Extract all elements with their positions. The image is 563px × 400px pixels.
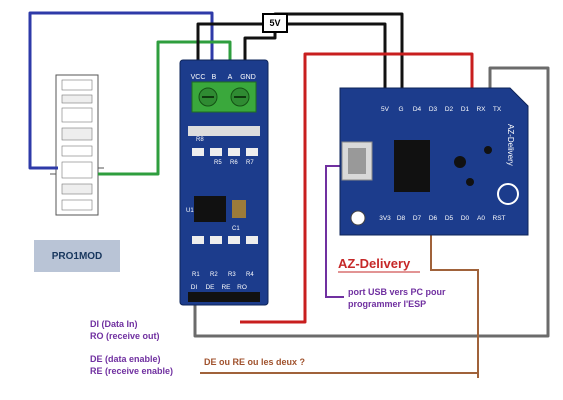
rs485-comp-r6: R6 bbox=[230, 160, 238, 166]
note-usb-line1: port USB vers PC pour bbox=[348, 287, 446, 297]
esp-pin-d2: D2 bbox=[445, 106, 454, 113]
rs485-pin-a: A bbox=[228, 74, 233, 81]
esp-pin-3v3: 3V3 bbox=[379, 215, 391, 222]
black-5v-esp-wire bbox=[288, 22, 387, 88]
power-5v-box: 5V bbox=[262, 13, 288, 33]
blue-wire bbox=[28, 11, 214, 170]
rs485-pin-re: RE bbox=[221, 284, 231, 291]
rs485-top-pins: VCC B A GND bbox=[191, 74, 256, 81]
rs485-comp-r5: R5 bbox=[214, 160, 222, 166]
rs485-pin-b: B bbox=[212, 74, 217, 81]
logo-text: AZ-Delivery bbox=[338, 256, 411, 271]
rs485-pin-gnd: GND bbox=[240, 74, 256, 81]
rs485-comp-r4: R4 bbox=[246, 272, 254, 278]
rs485-comp-r8: R8 bbox=[196, 137, 204, 143]
rs485-bottom-pins: DI DE RE RO bbox=[191, 284, 247, 291]
note-question: DE ou RE ou les deux ? bbox=[204, 357, 306, 367]
note-de: DE (data enable) bbox=[90, 354, 161, 364]
esp-pin-a0: A0 bbox=[477, 215, 485, 222]
esp-pin-rst: RST bbox=[493, 215, 506, 222]
esp-brand: AZ-Delivery bbox=[506, 124, 515, 166]
az-delivery-logo: AZ-Delivery bbox=[338, 256, 420, 273]
rs485-comp-c1: C1 bbox=[232, 226, 240, 232]
esp-bottom-pins: 3V3 D8 D7 D6 D5 D0 A0 RST bbox=[379, 215, 505, 222]
thin-wires bbox=[200, 165, 479, 378]
esp-pin-d8: D8 bbox=[397, 215, 406, 222]
esp-pin-tx: TX bbox=[493, 106, 502, 113]
esp-pin-d7: D7 bbox=[413, 215, 422, 222]
red-wire bbox=[240, 52, 474, 324]
note-di: DI (Data In) bbox=[90, 319, 138, 329]
esp-pin-d4: D4 bbox=[413, 106, 422, 113]
esp-pin-d5: D5 bbox=[445, 215, 454, 222]
pro1-meter-drawing bbox=[50, 74, 104, 216]
rs485-pin-de: DE bbox=[205, 284, 215, 291]
rs485-comp-r7: R7 bbox=[246, 160, 254, 166]
note-ro: RO (receive out) bbox=[90, 331, 160, 341]
note-re: RE (receive enable) bbox=[90, 366, 174, 376]
brown-wire bbox=[430, 228, 479, 378]
rs485-module bbox=[179, 59, 269, 306]
esp-top-pins: 5V G D4 D3 D2 D1 RX TX bbox=[381, 106, 502, 113]
note-usb-line2: programmer l'ESP bbox=[348, 299, 427, 309]
purple-usb-wire bbox=[325, 165, 344, 298]
esp-pin-g: G bbox=[398, 106, 403, 113]
esp-board bbox=[339, 87, 529, 236]
rs485-comp-r1: R1 bbox=[192, 272, 200, 278]
esp-pin-5v: 5V bbox=[381, 106, 390, 113]
gray-wire bbox=[193, 66, 550, 338]
rs485-pin-vcc: VCC bbox=[191, 74, 206, 81]
rs485-component-labels: R8 R5 R6 R7 U1 C1 R1 R2 R3 R4 bbox=[186, 137, 254, 278]
black-5v-wire bbox=[196, 22, 262, 62]
rs485-comp-r3: R3 bbox=[228, 272, 236, 278]
esp-pin-d6: D6 bbox=[429, 215, 438, 222]
esp-pin-rx: RX bbox=[476, 106, 486, 113]
esp-pin-d1: D1 bbox=[461, 106, 470, 113]
esp-pin-d3: D3 bbox=[429, 106, 438, 113]
rs485-pin-di: DI bbox=[191, 284, 198, 291]
rs485-comp-r2: R2 bbox=[210, 272, 218, 278]
rs485-comp-u1: U1 bbox=[186, 208, 194, 214]
esp-pin-d0: D0 bbox=[461, 215, 470, 222]
green-wire bbox=[98, 40, 232, 176]
rs485-pin-ro: RO bbox=[237, 284, 247, 291]
pro1-module-label: PRO1MOD bbox=[34, 240, 120, 272]
